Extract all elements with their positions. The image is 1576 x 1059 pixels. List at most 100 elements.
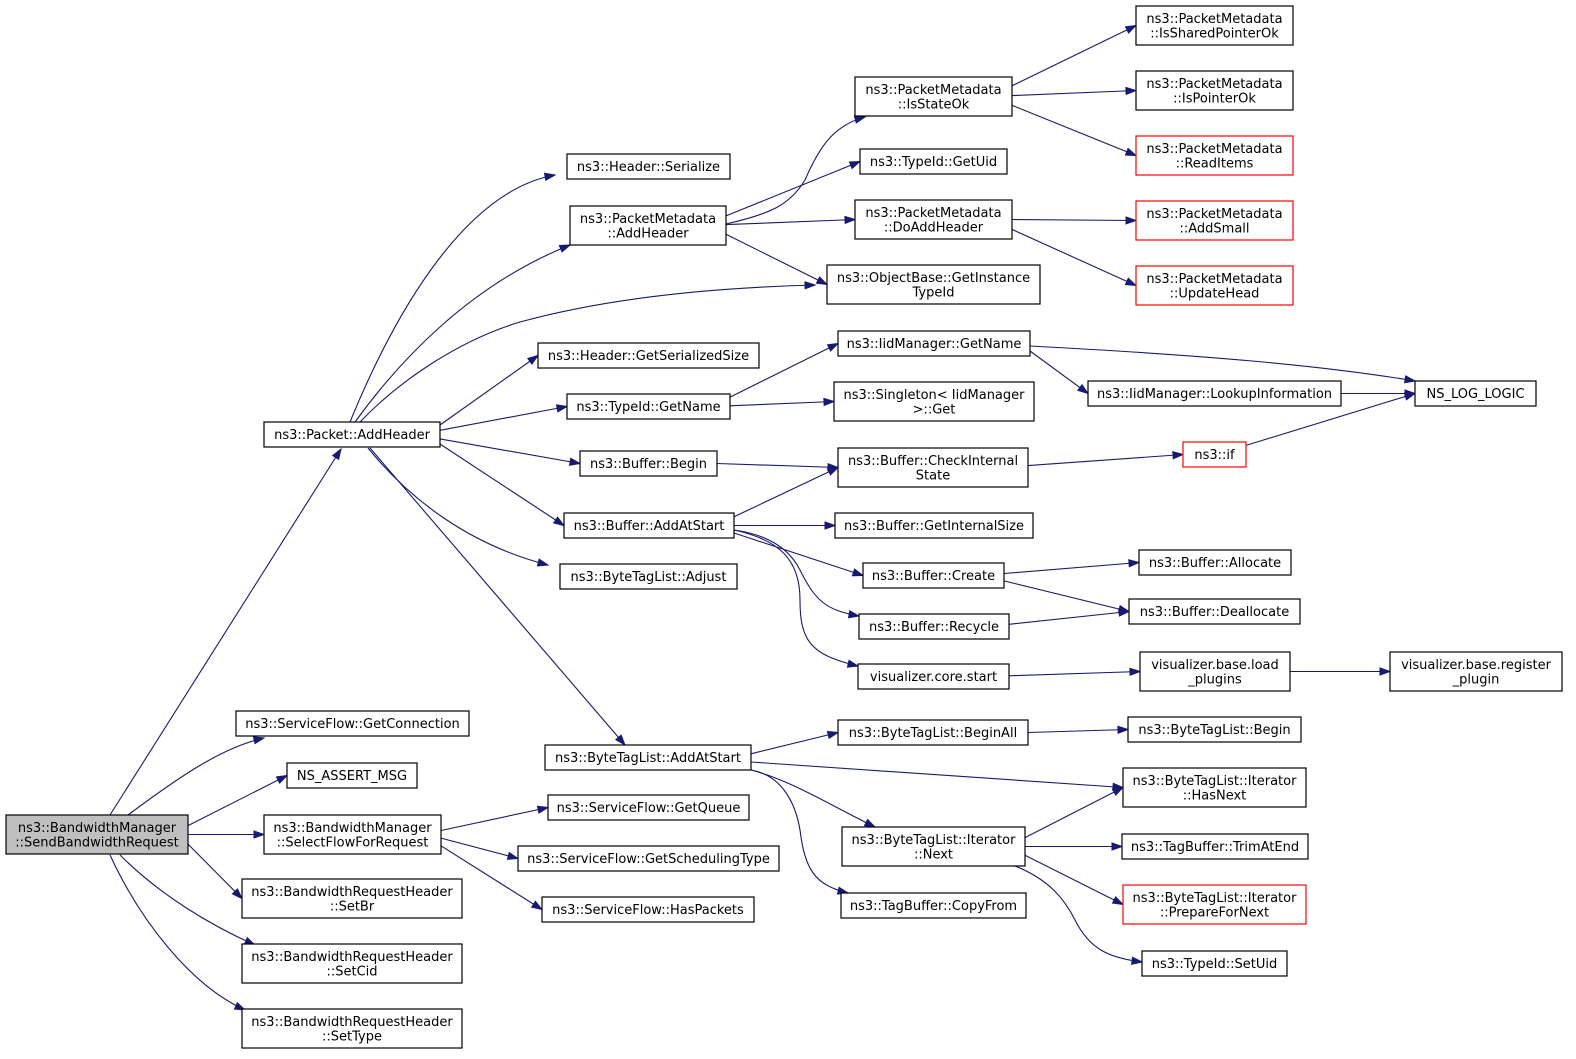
- node-label: ::DoAddHeader: [884, 220, 984, 235]
- call-edge-arrowhead-19: [853, 115, 867, 124]
- node-box: [1139, 651, 1291, 692]
- node-box: [563, 512, 735, 539]
- call-edge-arrowhead-45: [1128, 559, 1141, 568]
- node-btl-iterator-preparefornext[interactable]: ns3::ByteTagList::Iterator::PrepareForNe…: [1122, 884, 1307, 925]
- node-box: [541, 896, 755, 923]
- node-tagbuffer-trimatend[interactable]: ns3::TagBuffer::TrimAtEnd: [1121, 833, 1309, 860]
- node-label: ::ReadItems: [1176, 156, 1254, 171]
- node-buffer-begin[interactable]: ns3::Buffer::Begin: [579, 450, 718, 477]
- node-label: ns3::PacketMetadata: [865, 83, 1001, 98]
- node-typeid-setuid[interactable]: ns3::TypeId::SetUid: [1141, 950, 1288, 977]
- node-label: ns3::BandwidthManager: [18, 821, 177, 836]
- node-box: [241, 1008, 463, 1049]
- node-buffer-getinternalsize[interactable]: ns3::Buffer::GetInternalSize: [834, 512, 1034, 539]
- call-edge-28: [733, 532, 864, 577]
- node-label: ns3::ByteTagList::Iterator: [852, 833, 1017, 848]
- node-root[interactable]: ns3::BandwidthManager::SendBandwidthRequ…: [5, 814, 189, 855]
- call-edge-arrowhead-50: [1117, 725, 1130, 735]
- node-label: ::PrepareForNext: [1160, 905, 1269, 920]
- node-sf-getconnection[interactable]: ns3::ServiceFlow::GetConnection: [235, 710, 470, 737]
- call-edge-arrowhead-14: [536, 558, 550, 567]
- node-btl-iterator-hasnext[interactable]: ns3::ByteTagList::Iterator::HasNext: [1122, 767, 1307, 808]
- node-buffer-create[interactable]: ns3::Buffer::Create: [862, 562, 1005, 589]
- node-ns-log-logic[interactable]: NS_LOG_LOGIC: [1414, 380, 1537, 407]
- node-header-serialize[interactable]: ns3::Header::Serialize: [566, 153, 731, 180]
- node-box: [1122, 884, 1307, 925]
- node-buffer-addatstart[interactable]: ns3::Buffer::AddAtStart: [563, 512, 735, 539]
- call-edge-5: [119, 854, 256, 946]
- call-edge-29: [733, 529, 860, 617]
- node-singleton-get[interactable]: ns3::Singleton< IidManager>::Get: [833, 381, 1035, 422]
- node-sf-haspackets[interactable]: ns3::ServiceFlow::HasPackets: [541, 896, 755, 923]
- call-edge-24: [729, 400, 835, 407]
- node-box: [241, 943, 463, 984]
- node-label: ns3::ByteTagList::Begin: [1138, 723, 1290, 738]
- node-box: [579, 450, 718, 477]
- call-edge-11: [439, 405, 568, 431]
- node-brh-setbr[interactable]: ns3::BandwidthRequestHeader::SetBr: [241, 878, 463, 919]
- call-edge-arrowhead-4: [231, 888, 244, 900]
- call-edge-arrowhead-35: [1124, 24, 1138, 34]
- call-edge-arrowhead-38: [1125, 216, 1138, 225]
- node-box: [1182, 441, 1247, 468]
- node-btl-adjust[interactable]: ns3::ByteTagList::Adjust: [559, 563, 738, 590]
- node-label: ::HasNext: [1183, 788, 1247, 803]
- node-label: ns3::ObjectBase::GetInstance: [837, 271, 1030, 286]
- node-visualizer-base-register-plugin[interactable]: visualizer.base.register_plugin: [1389, 651, 1563, 692]
- node-pm-updatehead[interactable]: ns3::PacketMetadata::UpdateHead: [1135, 265, 1294, 306]
- node-label: _plugins: [1187, 672, 1242, 687]
- node-box: [834, 512, 1034, 539]
- node-pm-readitems[interactable]: ns3::PacketMetadata::ReadItems: [1135, 135, 1294, 176]
- node-btl-addatstart[interactable]: ns3::ByteTagList::AddAtStart: [544, 744, 752, 771]
- node-tagbuffer-copyfrom[interactable]: ns3::TagBuffer::CopyFrom: [840, 892, 1027, 919]
- node-btl-begin[interactable]: ns3::ByteTagList::Begin: [1127, 716, 1302, 743]
- node-box: [566, 393, 731, 420]
- node-typeid-getname[interactable]: ns3::TypeId::GetName: [566, 393, 731, 420]
- node-label: ns3::ByteTagList::Adjust: [571, 570, 727, 585]
- node-sf-getqueue[interactable]: ns3::ServiceFlow::GetQueue: [547, 794, 750, 821]
- call-edge-arrowhead-0: [331, 447, 342, 461]
- node-sf-getschedulingtype[interactable]: ns3::ServiceFlow::GetSchedulingType: [517, 845, 780, 872]
- call-edge-arrowhead-36: [1125, 86, 1138, 96]
- node-pm-ispointerok[interactable]: ns3::PacketMetadata::IsPointerOk: [1135, 70, 1294, 111]
- call-edge-35: [1011, 25, 1137, 87]
- node-label: ns3::PacketMetadata: [1146, 272, 1282, 287]
- node-pm-isstateok[interactable]: ns3::PacketMetadata::IsStateOk: [854, 76, 1013, 117]
- node-btl-iterator-next[interactable]: ns3::ByteTagList::Iterator::Next: [841, 826, 1026, 867]
- node-label: TypeId: [912, 285, 955, 300]
- node-ns-assert-msg[interactable]: NS_ASSERT_MSG: [286, 762, 418, 789]
- node-buffer-deallocate[interactable]: ns3::Buffer::Deallocate: [1128, 598, 1301, 625]
- node-brh-settype[interactable]: ns3::BandwidthRequestHeader::SetType: [241, 1008, 463, 1049]
- node-label: ns3::PacketMetadata: [580, 212, 716, 227]
- node-buffer-recycle[interactable]: ns3::Buffer::Recycle: [858, 613, 1010, 640]
- node-packet-addheader[interactable]: ns3::Packet::AddHeader: [263, 421, 441, 448]
- node-pm-issharedpointerok[interactable]: ns3::PacketMetadata::IsSharedPointerOk: [1135, 5, 1294, 46]
- node-pm-doaddheader[interactable]: ns3::PacketMetadata::DoAddHeader: [854, 199, 1013, 240]
- call-edges: [109, 24, 1417, 1011]
- node-iidmanager-lookupinformation[interactable]: ns3::IidManager::LookupInformation: [1087, 380, 1342, 407]
- node-pm-addsmall[interactable]: ns3::PacketMetadata::AddSmall: [1135, 200, 1294, 241]
- call-edge-arrowhead-51: [1111, 786, 1125, 797]
- node-label: ::IsPointerOk: [1173, 91, 1256, 106]
- node-label: ns3::ServiceFlow::GetQueue: [557, 801, 741, 816]
- node-brh-setcid[interactable]: ns3::BandwidthRequestHeader::SetCid: [241, 943, 463, 984]
- node-btl-beginall[interactable]: ns3::ByteTagList::BeginAll: [837, 719, 1029, 746]
- call-edge-arrowhead-12: [568, 457, 582, 466]
- node-buffer-allocate[interactable]: ns3::Buffer::Allocate: [1138, 549, 1292, 576]
- node-header-getserializedsize[interactable]: ns3::Header::GetSerializedSize: [537, 342, 760, 369]
- node-typeid-getuid[interactable]: ns3::TypeId::GetUid: [859, 148, 1008, 175]
- node-bm-selectflow[interactable]: ns3::BandwidthManager::SelectFlowForRequ…: [263, 814, 442, 855]
- node-box: [1135, 5, 1294, 46]
- call-edge-arrowhead-53: [1111, 896, 1125, 906]
- node-visualizer-base-load-plugins[interactable]: visualizer.base.load_plugins: [1139, 651, 1291, 692]
- node-box: [547, 794, 750, 821]
- node-ns3-if[interactable]: ns3::if: [1182, 441, 1247, 468]
- node-box: [1389, 651, 1563, 692]
- node-visualizer-core-start[interactable]: visualizer.core.start: [857, 663, 1010, 690]
- node-pm-addheader[interactable]: ns3::PacketMetadata::AddHeader: [569, 205, 727, 246]
- node-label: ns3::BandwidthRequestHeader: [251, 885, 453, 900]
- node-label: ns3::TypeId::SetUid: [1152, 957, 1277, 972]
- node-iidmanager-getname[interactable]: ns3::IidManager::GetName: [837, 330, 1031, 357]
